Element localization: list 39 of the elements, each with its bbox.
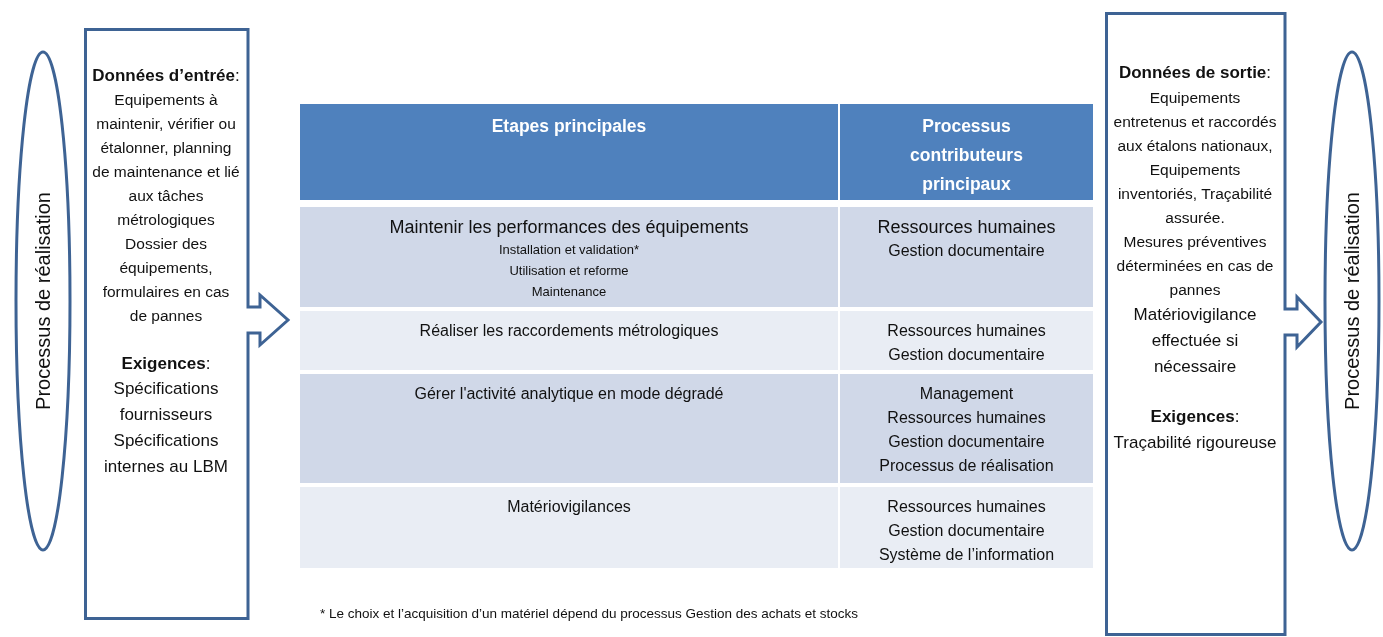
section-heading: Données d’entrée: <box>92 65 240 87</box>
cell-text: Gestion documentaire <box>888 432 1045 452</box>
body-text: Matériovigilance effectuée si nécessaire <box>1132 304 1258 378</box>
cell-text: Installation et validation* <box>498 241 640 259</box>
cell-text: Gestion documentaire <box>888 241 1045 261</box>
cell-text: Ressources humaines <box>887 321 1046 341</box>
cell-text: Matériovigilances <box>507 497 631 517</box>
process-ellipse <box>1323 50 1381 552</box>
body-text: Dossier des équipements, formulaires en cas de pannes <box>101 234 231 326</box>
body-text: Spécifications internes au LBM <box>103 430 229 478</box>
cell-text: Ressources humaines <box>877 216 1056 239</box>
cell-text: Gestion documentaire <box>888 521 1045 541</box>
cell-text: Processus de réalisation <box>879 456 1054 476</box>
body-text: Equipements à maintenir, vérifier ou étalonner, planning de maintenance et lié aux tâches métrologiques <box>92 90 240 230</box>
cell-text: Utilisation et reforme <box>509 262 629 280</box>
footnote: * Le choix et l’acquisition d’un matériel dépend du processus Gestion des achats et stocks <box>320 606 859 621</box>
column-header: Etapes principales <box>491 115 647 138</box>
rotated-label: Processus de réalisation <box>31 192 55 410</box>
section-heading: Exigences: <box>1149 406 1241 428</box>
cell-text: Ressources humaines <box>887 408 1046 428</box>
process-ellipse <box>14 50 72 552</box>
column-header: Processus contributeurs principaux <box>909 115 1024 196</box>
section-heading: Données de sortie: <box>1117 62 1273 84</box>
body-text: Mesures préventives déterminées en cas de pannes <box>1115 232 1275 300</box>
rotated-label: Processus de réalisation <box>1340 192 1364 410</box>
cell-text: Ressources humaines <box>887 497 1046 517</box>
cell-text: Management <box>919 384 1014 404</box>
body-text: Traçabilité rigoureuse <box>1113 432 1277 454</box>
body-text: Spécifications fournisseurs <box>112 378 220 426</box>
cell-text: Gérer l'activité analytique en mode dégradé <box>414 384 724 404</box>
cell-text: Maintenir les performances des équipements <box>389 216 749 239</box>
section-heading: Exigences: <box>120 353 212 375</box>
cell-text: Système de l’information <box>878 545 1055 565</box>
cell-text: Maintenance <box>531 283 607 301</box>
cell-text: Gestion documentaire <box>888 345 1045 365</box>
cell-text: Réaliser les raccordements métrologiques <box>419 321 719 341</box>
output-box <box>1105 12 1323 636</box>
body-text: Equipements entretenus et raccordés aux étalons nationaux, Equipements inventoriés, Traçabilité assurée. <box>1113 88 1277 228</box>
input-box <box>84 28 290 620</box>
